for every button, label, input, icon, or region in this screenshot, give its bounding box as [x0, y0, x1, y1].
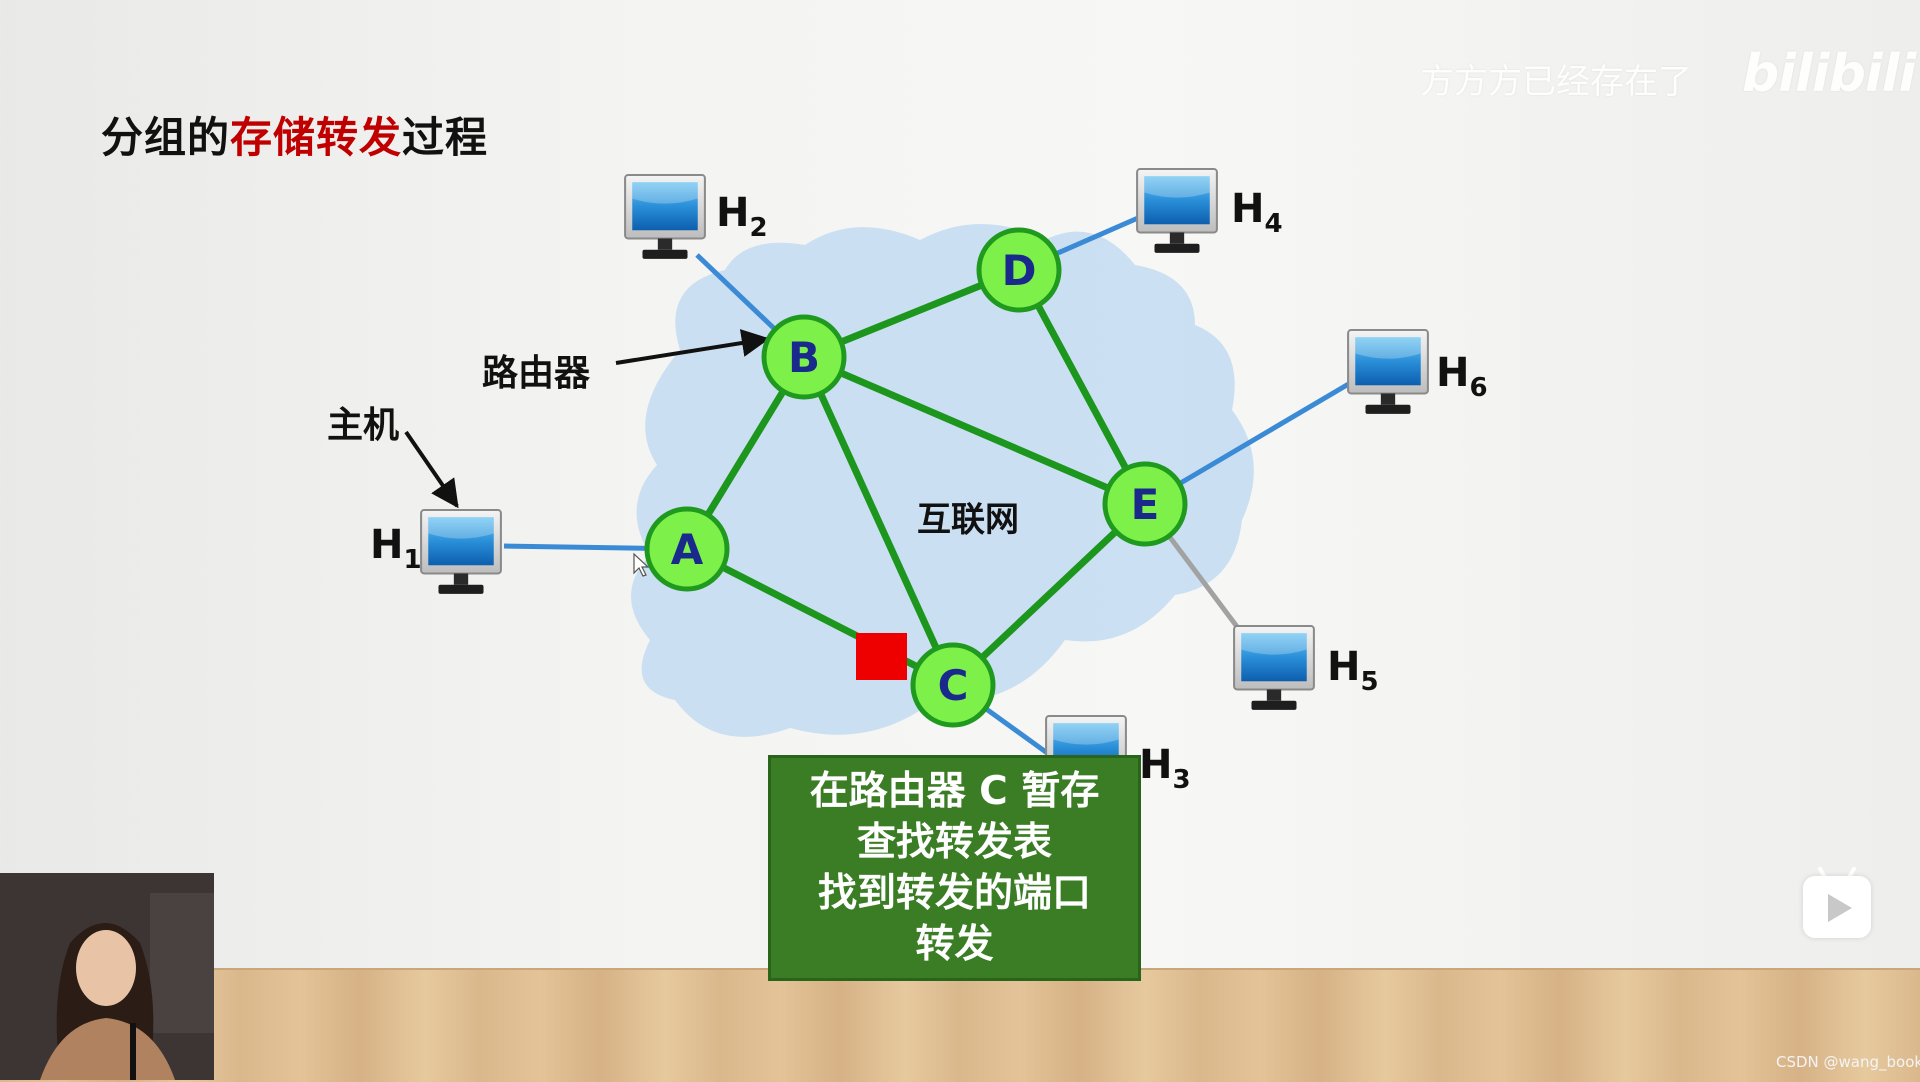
- slide-title: 分组的存储转发过程: [101, 104, 488, 165]
- router-link-a-c: [685, 545, 955, 689]
- router-node-d: [976, 227, 1062, 313]
- router-label-a: A: [671, 525, 704, 574]
- router-link-b-c: [800, 355, 957, 687]
- router-b: B: [761, 314, 847, 400]
- host-label-h3: H3: [1139, 742, 1191, 795]
- host-label-h4: H4: [1231, 186, 1283, 239]
- step-line-2: 查找转发表: [856, 820, 1052, 865]
- computer-icon-h1: [420, 509, 502, 595]
- title-suffix: 过程: [402, 113, 489, 162]
- router-c: C: [910, 642, 996, 728]
- computer-icon-h2: [624, 174, 706, 260]
- router-label-c: C: [938, 661, 969, 710]
- bilibili-logo: bilibili: [1742, 44, 1916, 104]
- host-callout-label: 主机: [327, 405, 400, 446]
- host-callout-arrow: [404, 430, 459, 509]
- router-node-a: [644, 506, 730, 592]
- router-d: D: [976, 227, 1062, 313]
- router-label-d: D: [1002, 246, 1037, 295]
- router-link-d-e: [1015, 268, 1149, 506]
- forwarding-steps-box: 在路由器 C 暂存 查找转发表 找到转发的端口 转发: [768, 755, 1141, 981]
- host-label-h1: H1: [370, 522, 422, 575]
- presenter-image: [0, 873, 214, 1080]
- computer-icon-h4: [1136, 168, 1218, 254]
- router-node-e: [1102, 461, 1188, 547]
- host-label-h2: H2: [716, 190, 768, 243]
- router-node-c: [910, 642, 996, 728]
- router-e: E: [1102, 461, 1188, 547]
- router-link-c-e: [950, 501, 1148, 688]
- play-button-icon[interactable]: [1803, 876, 1871, 938]
- router-node-b: [761, 314, 847, 400]
- routers-layer: A B C D E: [644, 227, 1188, 728]
- title-highlight: 存储转发: [230, 113, 403, 162]
- router-callout-label: 路由器: [482, 353, 591, 394]
- csdn-credit: CSDN @wang_book: [1776, 1053, 1920, 1071]
- computer-icon-h6: [1347, 329, 1429, 415]
- presenter-webcam: [0, 873, 214, 1080]
- watermark-username: 方方方已经存在了: [1420, 62, 1692, 102]
- step-line-4: 转发: [915, 922, 994, 967]
- mouse-cursor-icon: [633, 552, 650, 577]
- computer-icon-h5: [1233, 625, 1315, 711]
- router-a: A: [644, 506, 730, 592]
- step-line-3: 找到转发的端口: [817, 871, 1091, 916]
- host-label-h6: H6: [1436, 350, 1488, 403]
- step-line-1: 在路由器 C 暂存: [809, 769, 1100, 814]
- host-label-h5: H5: [1327, 644, 1379, 697]
- router-label-b: B: [788, 333, 820, 382]
- packet-square: [856, 633, 907, 680]
- router-callout-arrow: [615, 329, 770, 365]
- internet-label: 互联网: [917, 500, 1019, 540]
- router-link-b-e: [802, 353, 1147, 508]
- title-prefix: 分组的: [101, 113, 231, 162]
- router-label-e: E: [1131, 480, 1160, 529]
